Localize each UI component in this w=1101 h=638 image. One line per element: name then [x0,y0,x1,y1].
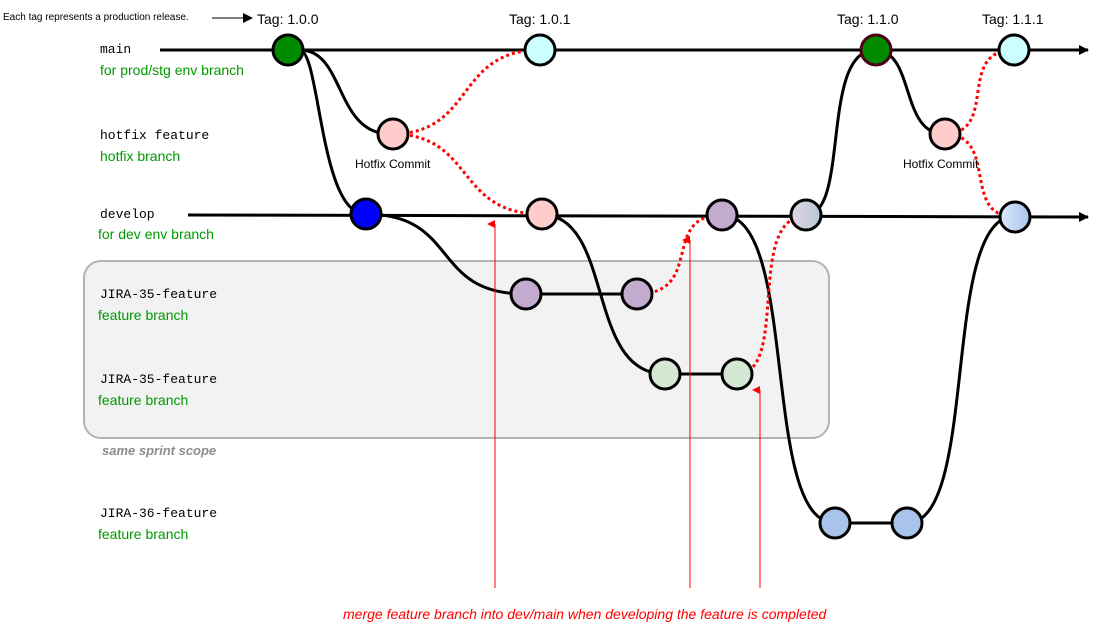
hotfix-merge-main [391,48,541,136]
tag-1-0-0: Tag: 1.0.0 [257,11,319,27]
jira35b-branch-out [540,212,666,376]
commit-develop-jira35a-merge [705,198,739,232]
jira36-merge-develop [906,214,1016,525]
hotfix-merge-develop [391,132,542,216]
develop-branch-line [187,211,1089,222]
jira35a-branch-desc: feature branch [98,307,189,323]
hotfix2-merge-main [943,48,1015,136]
jira35a-branch-name: JIRA-35-feature [100,287,218,302]
commit-main-1-1-1 [997,33,1031,67]
develop-branch-desc: for dev env branch [98,226,214,242]
jira35a-merge-develop [636,213,723,296]
commit-hotfix-2 [928,117,962,151]
jira36-branch-out [721,213,836,525]
sprint-scope-box [83,260,830,439]
commit-develop-hotfix-merge [525,197,559,231]
jira35b-merge-develop [736,214,807,376]
develop-merge-main [805,48,876,217]
hotfix-branch-out [299,48,391,136]
commit-develop-jira36-merge [998,200,1032,234]
jira36-branch-name: JIRA-36-feature [100,506,218,521]
release-note: Each tag represents a production release… [3,12,189,23]
main-branch-desc: for prod/stg env branch [100,62,244,78]
commit-jira36-2 [890,506,924,540]
jira35b-branch-name: JIRA-35-feature [100,372,218,387]
hotfix-commit-label-2: Hotfix Commit [903,157,979,171]
hotfix-commit-label-1: Hotfix Commit [355,157,431,171]
commit-jira35b-2 [720,357,754,391]
develop-branch-out [299,48,366,216]
footer-note: merge feature branch into dev/main when … [343,606,827,622]
commit-hotfix-1 [376,117,410,151]
jira35a-branch-out [364,212,526,296]
jira36-branch-desc: feature branch [98,526,189,542]
hotfix-branch-name: hotfix feature [100,128,210,143]
commit-main-1-0-0 [271,33,305,67]
commit-jira35a-2 [620,277,654,311]
hotfix2-merge-develop [943,132,1016,219]
commit-develop-jira35b-merge [789,198,823,232]
tag-1-0-1: Tag: 1.0.1 [509,11,571,27]
commit-jira35a-1 [509,277,543,311]
commit-jira35b-1 [648,357,682,391]
tag-1-1-1: Tag: 1.1.1 [982,11,1044,27]
jira35b-branch-desc: feature branch [98,392,189,408]
commit-main-1-1-0 [859,33,893,67]
hotfix-branch-desc: hotfix branch [100,148,181,164]
commit-jira36-1 [818,506,852,540]
tag-1-1-0: Tag: 1.1.0 [837,11,899,27]
main-branch-name: main [100,42,132,57]
develop-branch-name: develop [100,207,155,222]
sprint-scope-label: same sprint scope [102,443,217,458]
commit-develop-start [349,197,383,231]
commit-main-1-0-1 [523,33,557,67]
